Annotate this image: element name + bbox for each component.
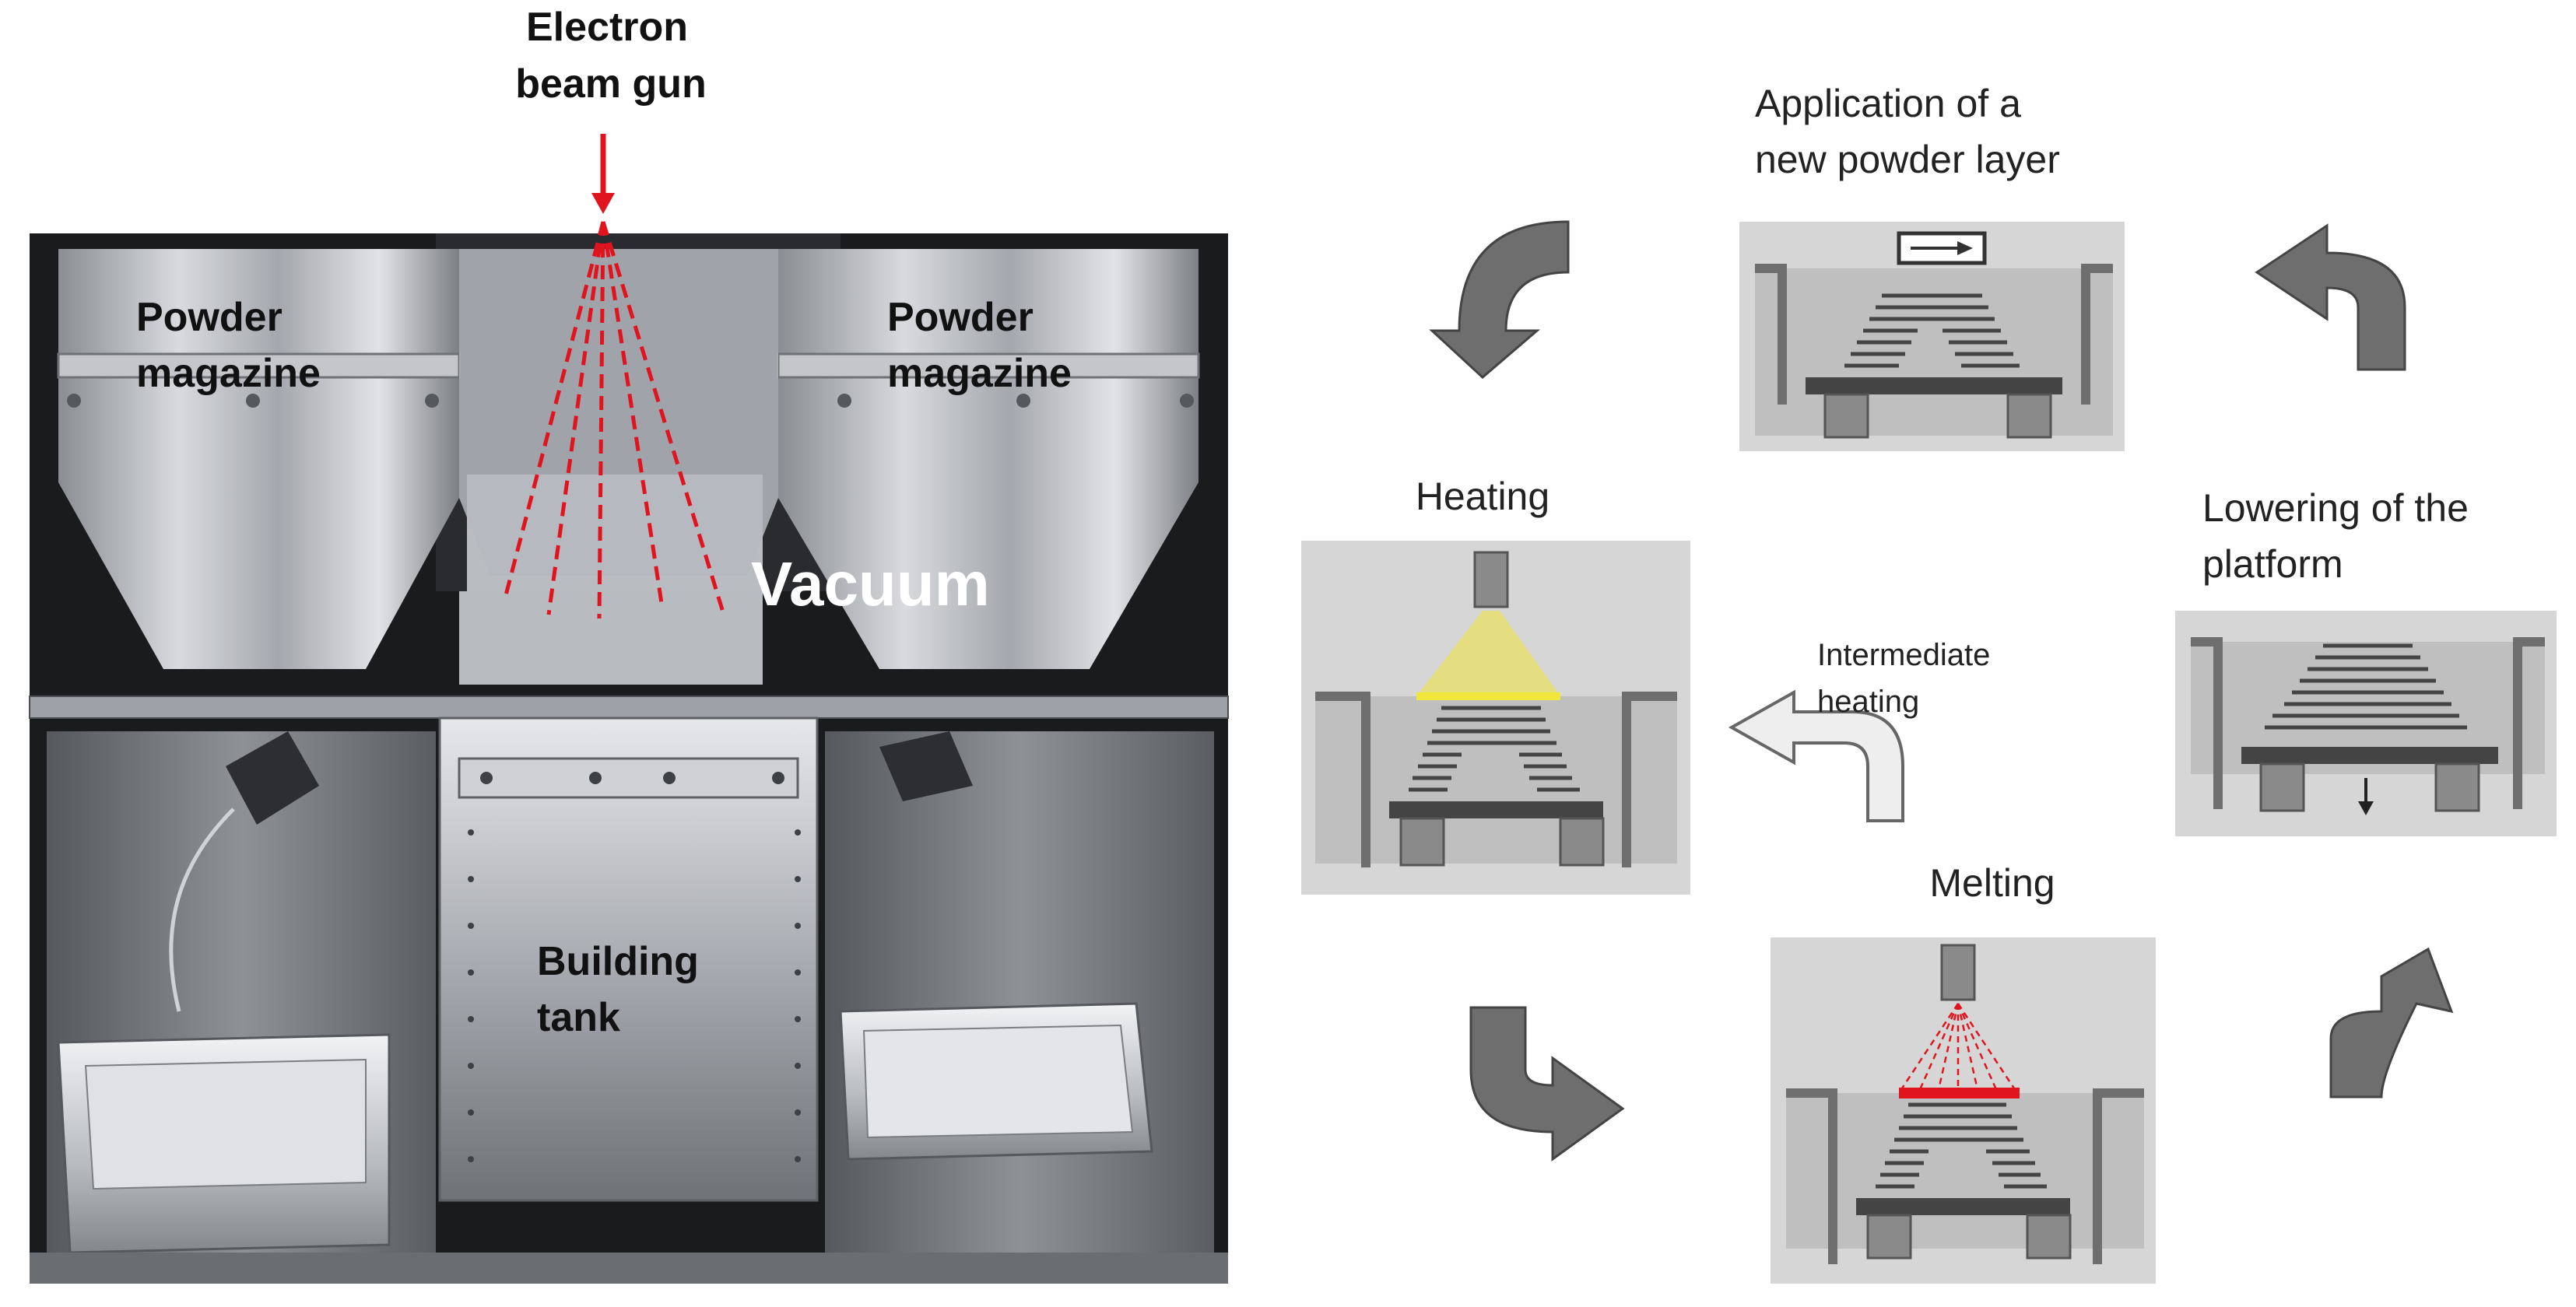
- printed-part-layers: [2265, 643, 2467, 730]
- platform: [1856, 1198, 2070, 1215]
- heating-label: Heating: [1416, 475, 1549, 518]
- platform: [1806, 377, 2062, 394]
- shelf: [29, 696, 1229, 719]
- chamber-walls: [1755, 264, 2113, 405]
- arrow-to-lowering: [2329, 947, 2454, 1099]
- beam-arrow-head: [591, 193, 615, 214]
- sensor-left: [226, 731, 319, 825]
- powder-magazine-left-label-2: magazine: [136, 351, 321, 396]
- electron-beam-gun-label-1: Electron: [526, 5, 688, 50]
- cycle-arrows: [1429, 220, 2454, 1162]
- lowering-label-1: Lowering of the: [2202, 486, 2469, 530]
- electron-gun: [1940, 944, 1976, 1001]
- powder-magazine-left-label-1: Powder: [136, 295, 283, 340]
- center-reflector: [459, 249, 778, 576]
- melted-layer: [1899, 1088, 2020, 1099]
- platform: [2241, 747, 2498, 764]
- printed-part-layers: [1876, 1102, 2047, 1189]
- electron-gun: [1473, 551, 1509, 608]
- electron-beam: [504, 134, 726, 619]
- intermediate-heating-label-1: Intermediate: [1817, 638, 1990, 672]
- heating-beam-cone: [1416, 611, 1560, 696]
- back-wall-right: [825, 731, 1214, 1276]
- chamber-walls: [1315, 692, 1677, 867]
- heated-layer: [1416, 692, 1560, 700]
- lowering-panel: [2175, 611, 2557, 836]
- cable: [169, 808, 235, 1012]
- arrow-to-heating: [1429, 220, 1570, 380]
- printed-part-layers: [1844, 293, 2020, 368]
- machine-photo: [29, 233, 1229, 1284]
- sensor-right: [879, 731, 973, 801]
- melting-panel: [1771, 937, 2156, 1284]
- beam-rays: [504, 221, 726, 619]
- chamber-walls: [1786, 1088, 2144, 1264]
- melting-beam-rays: [1897, 1003, 2019, 1094]
- lowering-label-2: platform: [2202, 542, 2343, 586]
- arrow-to-application: [2255, 223, 2406, 371]
- vacuum-label: Vacuum: [751, 549, 990, 618]
- application-label-1: Application of a: [1755, 82, 2021, 125]
- heating-panel: [1301, 541, 1690, 895]
- building-tank-label-1: Building: [537, 939, 699, 984]
- magazine-right-rim: [777, 352, 1200, 379]
- chamber-walls: [2191, 637, 2545, 809]
- intermediate-heating-arrow: [1728, 689, 1904, 822]
- tank-top-bar: [458, 757, 799, 799]
- application-label-2: new powder layer: [1755, 138, 2060, 181]
- building-tank-label-2: tank: [537, 995, 620, 1040]
- arrow-to-melting: [1469, 1006, 1625, 1162]
- powder-magazine-right-label-2: magazine: [887, 351, 1072, 396]
- vacuum-chamber-panel: [459, 591, 763, 685]
- application-panel: [1739, 222, 2125, 451]
- powder-magazine-right-label-1: Powder: [887, 295, 1034, 340]
- platform: [1389, 801, 1603, 818]
- electron-beam-gun-label-2: beam gun: [515, 61, 707, 107]
- melting-label: Melting: [1929, 861, 2055, 905]
- printed-part-layers: [1409, 706, 1580, 792]
- tank-rivets: [468, 829, 801, 1162]
- intermediate-heating-label-2: heating: [1817, 685, 1919, 719]
